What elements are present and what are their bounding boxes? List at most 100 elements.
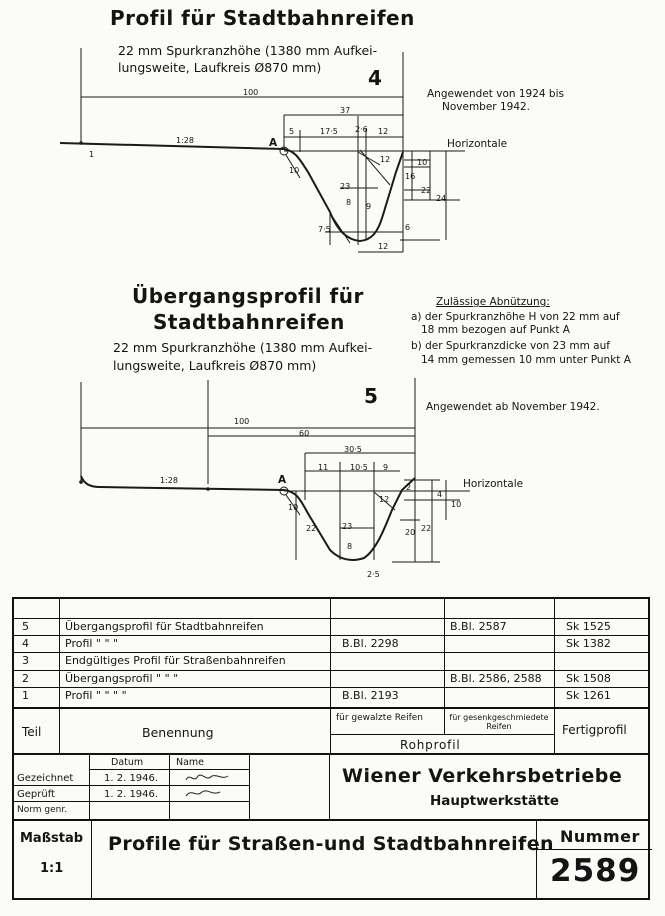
table-row-name: Übergangsprofil für Stadtbahnreifen (65, 620, 264, 633)
wear-line-a2: 18 mm bezogen auf Punkt A (421, 324, 570, 336)
table-row-name: Profil " " " (65, 637, 119, 650)
scale-value: 1:1 (40, 861, 64, 876)
table-row-teil: 4 (22, 637, 29, 650)
wear-line-b1: b) der Spurkranzdicke von 23 mm auf (411, 340, 610, 352)
p5-dim-23-label: 23 (342, 522, 353, 531)
wear-line-a1: a) der Spurkranzhöhe H von 22 mm auf (411, 311, 620, 323)
table-row-name: Endgültiges Profil für Straßenbahnreifen (65, 654, 286, 667)
p4-applied-line2: November 1942. (442, 101, 531, 113)
p4-dim-16-label: 16 (405, 172, 416, 181)
table-row-gesenk: B.Bl. 2587 (450, 620, 507, 633)
table-row-name: Profil " " " " (65, 689, 127, 702)
company-department: Hauptwerkstätte (430, 793, 560, 809)
p4-applied-line1: Angewendet von 1924 bis (427, 88, 564, 100)
number-label: Nummer (560, 827, 640, 846)
p5-dim-10-label: 10 (451, 500, 462, 509)
table-row-fertig: Sk 1382 (566, 637, 611, 650)
wear-heading: Zulässige Abnützung: (436, 296, 550, 308)
p5-dim-2-5-label: 2·5 (367, 570, 380, 579)
p4-dim-5-label: 5 (289, 127, 295, 136)
p5-tread-line (80, 475, 285, 491)
p4-dim-1-label: 1 (89, 150, 95, 159)
p4-subtitle-line2: lungsweite, Laufkreis Ø870 mm) (118, 60, 322, 75)
p4-dim-12-r-label: 12 (380, 155, 391, 164)
p4-point-a-marker (279, 146, 289, 156)
table-row-gewalzt: B.Bl. 2298 (342, 637, 399, 650)
p4-dim-22-label: 22 (421, 186, 432, 195)
p5-subtitle-line1: 22 mm Spurkranzhöhe (1380 mm Aufkei- (113, 340, 373, 355)
header-fertigprofil: Fertigprofil (562, 723, 627, 737)
scale-label: Maßstab (20, 831, 84, 846)
table-row-teil: 1 (22, 689, 29, 702)
p4-tread-line (59, 142, 285, 150)
p5-profile-number: 5 (364, 384, 378, 408)
p4-dim-12-bot-label: 12 (378, 242, 389, 251)
p5-dim-10-5-label: 10·5 (350, 463, 368, 472)
p4-horizontal-label: Horizontale (447, 138, 508, 150)
p5-subtitle-line2: lungsweite, Laufkreis Ø870 mm) (113, 358, 317, 373)
p5-dim-60-label: 60 (299, 429, 310, 438)
p4-dim-17-5-label: 17·5 (320, 127, 338, 136)
signoff-col-datum: Datum (111, 757, 144, 768)
signoff-row1-label: Gezeichnet (17, 773, 74, 784)
signoff-row2-date: 1. 2. 1946. (104, 789, 159, 800)
table-row-fertig: Sk 1525 (566, 620, 611, 633)
table-row-name: Übergangsprofil " " " (65, 672, 179, 685)
p5-dim-9-label: 9 (383, 463, 389, 472)
p5-dim-2-label: 2 (406, 483, 412, 492)
header-gesenk: für gesenkgeschmiedete Reifen (449, 713, 549, 731)
signature-scribbles (185, 774, 229, 797)
table-row-fertig: Sk 1261 (566, 689, 611, 702)
table-row-gesenk: B.Bl. 2586, 2588 (450, 672, 542, 685)
p4-subtitle-line1: 22 mm Spurkranzhöhe (1380 mm Aufkei- (118, 43, 378, 58)
p4-dim-2-6-label: 2·6 (355, 125, 368, 134)
table-row-teil: 5 (22, 620, 29, 633)
p5-dim-4-label: 4 (437, 490, 443, 499)
p4-point-a-label: A (269, 137, 278, 149)
p4-dim-7-5-label: 7·5 (318, 225, 331, 234)
p4-dim-23-label: 23 (340, 182, 351, 191)
p5-point-a-marker (279, 486, 289, 496)
p5-horizontal-label: Horizontale (463, 478, 524, 490)
p4-dim-9-label: 9 (366, 202, 372, 211)
drawing-number: 2589 (550, 853, 641, 889)
header-benennung: Benennung (142, 725, 214, 740)
table-row-gewalzt: B.Bl. 2193 (342, 689, 399, 702)
p5-point-a-label: A (278, 474, 287, 486)
header-rohprofil: Rohprofil (400, 738, 461, 752)
company-name: Wiener Verkehrsbetriebe (342, 765, 623, 787)
table-row-fertig: Sk 1508 (566, 672, 611, 685)
p4-title: Profil für Stadtbahnreifen (110, 6, 415, 30)
p5-dim-12-label: 12 (379, 495, 390, 504)
wear-line-b2: 14 mm gemessen 10 mm unter Punkt A (421, 354, 631, 366)
p4-slope-label: 1:28 (176, 136, 194, 145)
p4-dim-37-label: 37 (340, 106, 351, 115)
p5-dim-22-left-label: 22 (306, 524, 317, 533)
p5-dim-100-label: 100 (234, 417, 250, 426)
p4-dim-6-label: 6 (405, 223, 411, 232)
table-row-teil: 2 (22, 672, 29, 685)
p5-dim-10-left-label: 10 (288, 503, 299, 512)
signoff-col-name: Name (176, 757, 205, 768)
p4-dim-8-label: 8 (346, 198, 352, 207)
p4-dim-24-label: 24 (436, 194, 447, 203)
p5-dim-11-label: 11 (318, 463, 329, 472)
table-row-teil: 3 (22, 654, 29, 667)
p4-profile-number: 4 (368, 66, 382, 90)
p5-dim-22-right-label: 22 (421, 524, 432, 533)
signoff-row3-label: Norm genr. (17, 805, 68, 815)
p5-title-line2: Stadtbahnreifen (153, 310, 345, 334)
signoff-row1-date: 1. 2. 1946. (104, 773, 159, 784)
header-gewalzt: für gewalzte Reifen (336, 713, 424, 723)
p5-dim-8-label: 8 (347, 542, 353, 551)
p5-dim-20-label: 20 (405, 528, 416, 537)
p5-slope-label: 1:28 (160, 476, 178, 485)
p4-dim-10-r-label: 10 (417, 158, 428, 167)
p4-dim-100-label: 100 (243, 88, 259, 97)
p5-dim-30-5-label: 30·5 (344, 445, 362, 454)
drawing-title: Profile für Straßen-und Stadtbahnreifen (108, 833, 554, 855)
p4-flange-profile (283, 148, 404, 243)
header-teil: Teil (22, 725, 42, 739)
